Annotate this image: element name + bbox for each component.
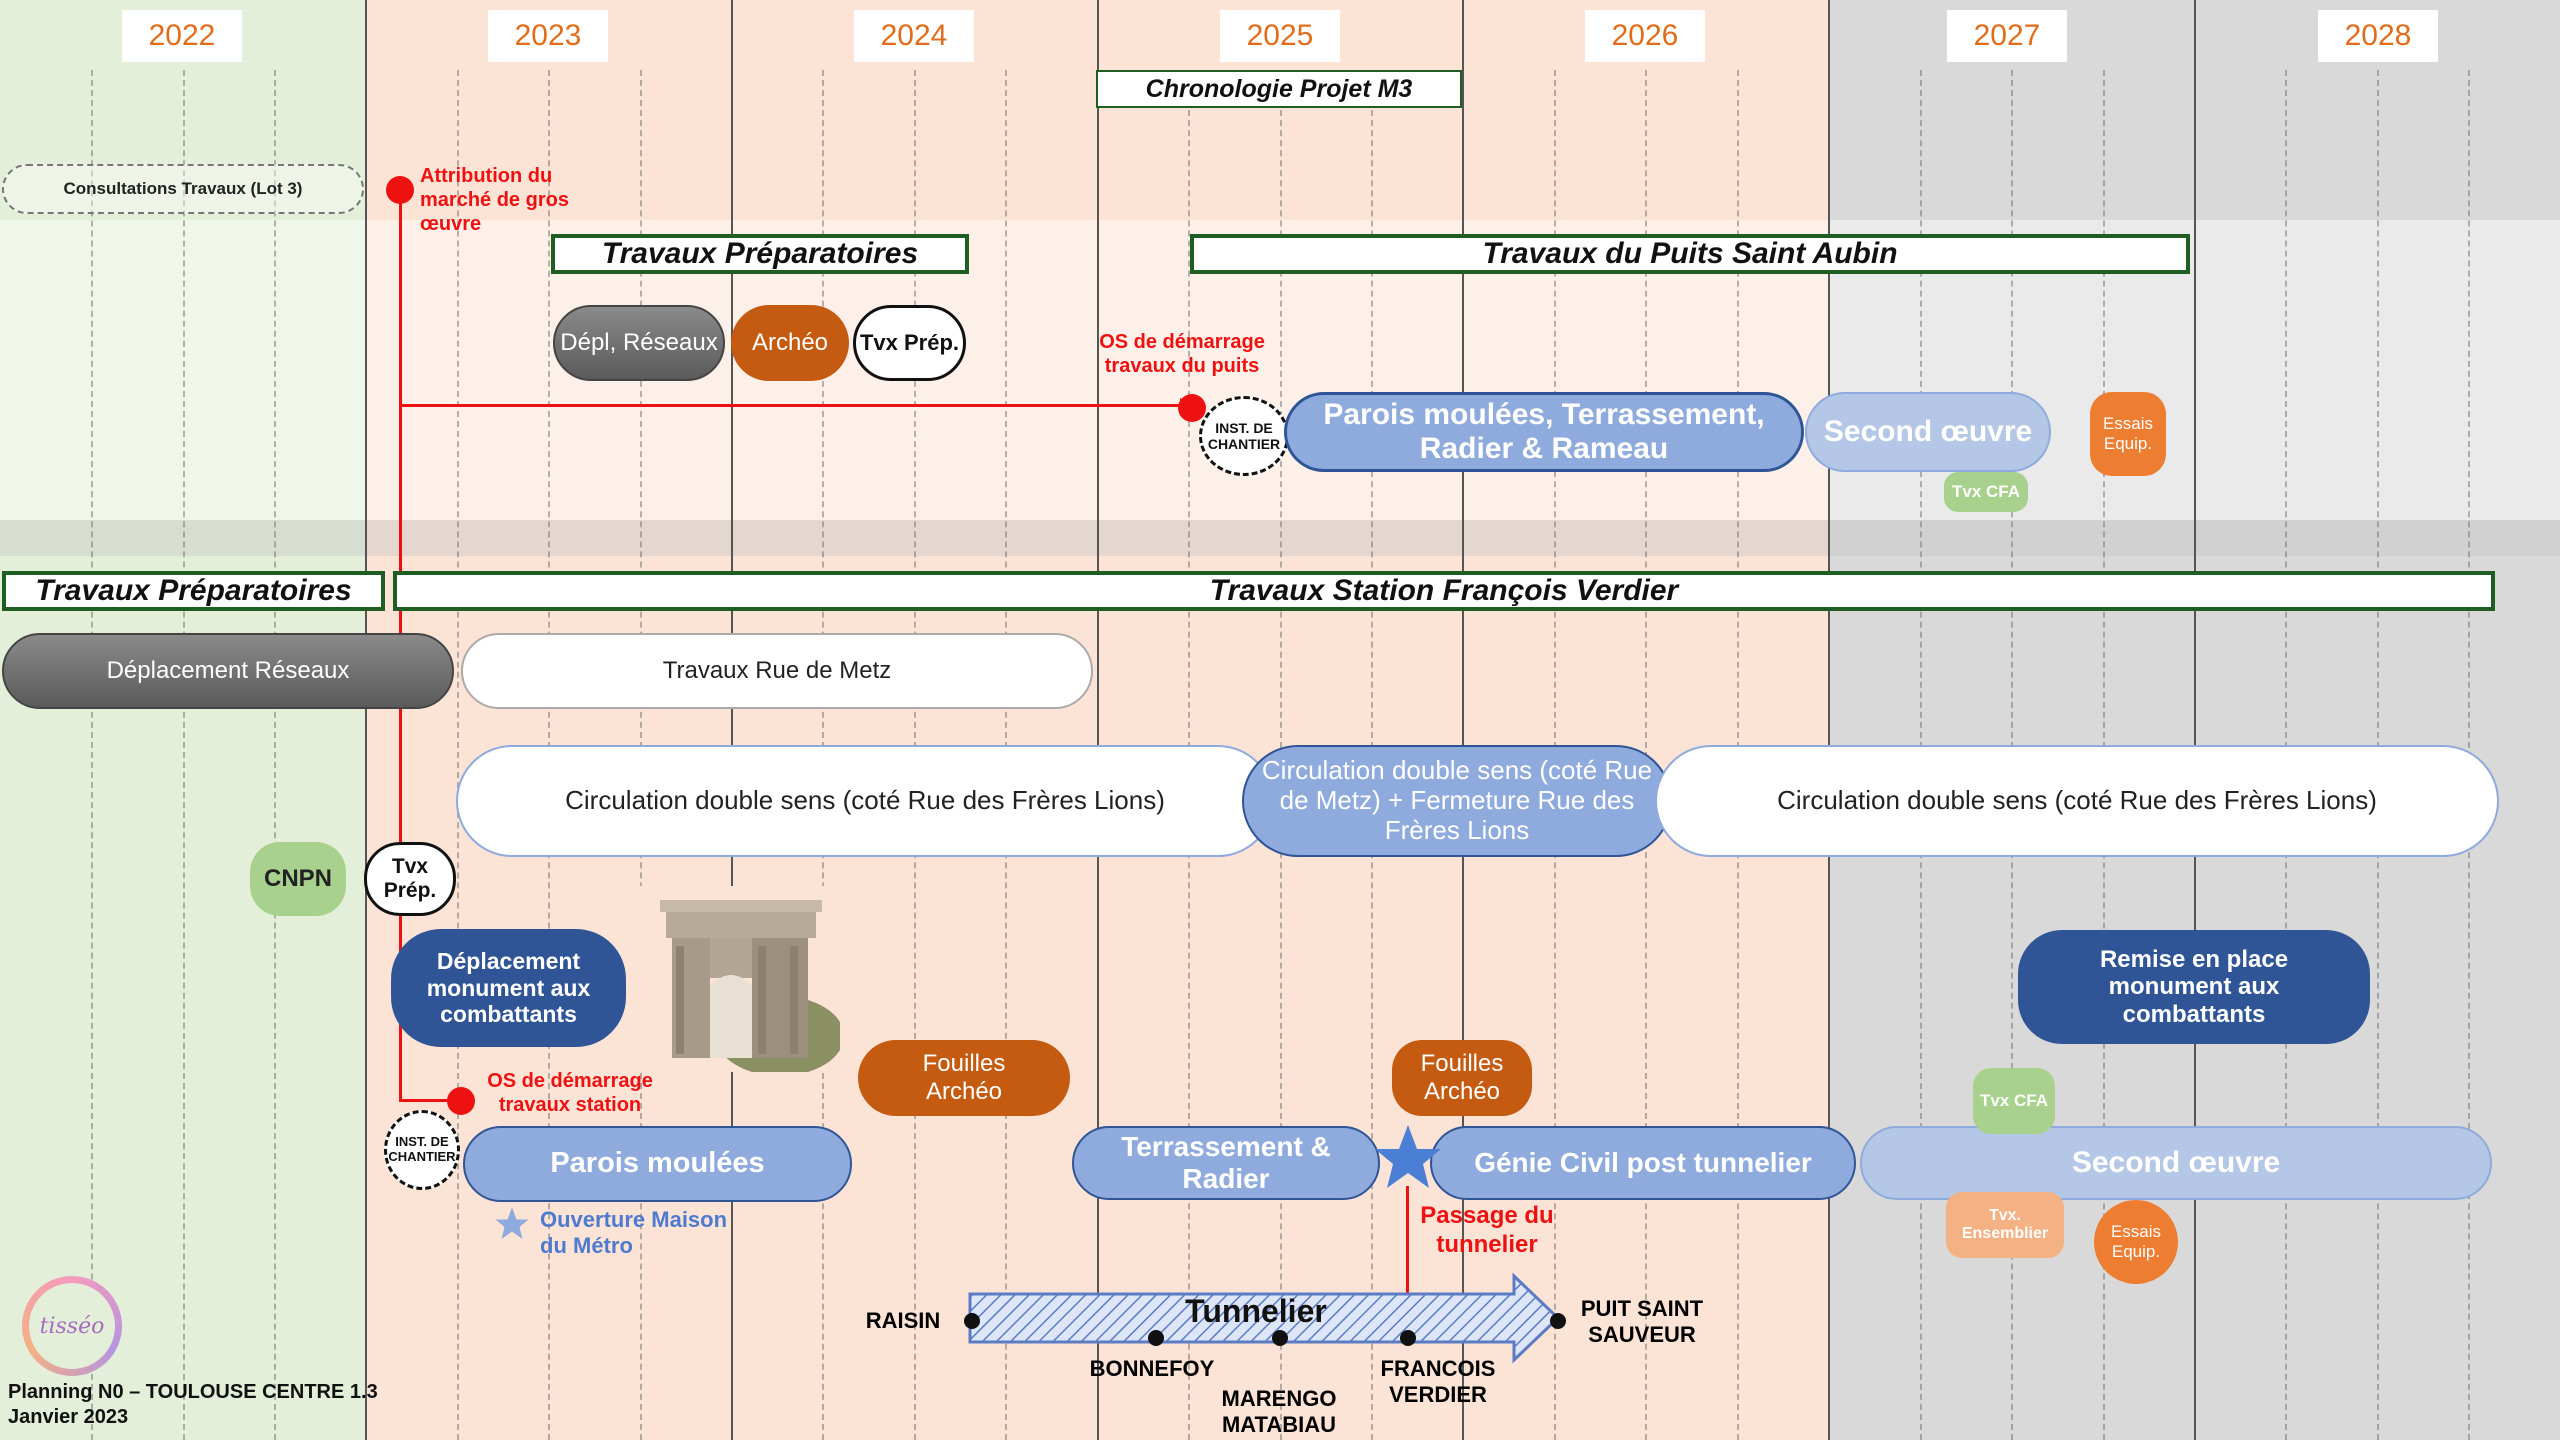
tvx-ensemblier: Tvx. Ensemblier	[1946, 1192, 2064, 1258]
os-puits-label: OS de démarrage travaux du puits	[1099, 331, 1265, 377]
passage-label: Passage du tunnelier	[1420, 1202, 1554, 1258]
station-francois-verdier: FRANCOIS VERDIER	[1380, 1356, 1496, 1408]
station-dot-raisin	[964, 1313, 980, 1329]
station-bonnefoy: BONNEFOY	[1089, 1356, 1215, 1381]
depl-monument: Déplacement monument aux combattants	[391, 929, 626, 1047]
star-icon	[1375, 1125, 1441, 1188]
logo-text: tisséo	[39, 1313, 105, 1339]
year-divider	[1462, 0, 1464, 1440]
circulation-2: Circulation double sens (coté Rue des Fr…	[1655, 745, 2499, 857]
puits-essais: Essais Equip.	[2090, 392, 2166, 476]
puits-tvx-cfa: Tvx CFA	[1944, 472, 2028, 512]
station-depl-reseaux: Déplacement Réseaux	[2, 633, 454, 709]
puits-header: Travaux du Puits Saint Aubin	[1190, 234, 2190, 274]
puits-tvx-prep: Tvx Prép.	[853, 305, 966, 381]
puits-inst-chantier: Inst. de chantier	[1199, 396, 1289, 476]
station-header: Travaux Station François Verdier	[393, 571, 2495, 611]
tisseo-logo: tisséo	[22, 1276, 122, 1376]
year-label-2025: 2025	[1220, 10, 1340, 62]
quarter-gridline	[274, 70, 276, 1440]
os-station-line	[399, 1099, 457, 1102]
monument-photo	[640, 886, 840, 1072]
station-rue-metz: Travaux Rue de Metz	[461, 633, 1093, 709]
station-inst-chantier: Inst. de chantier	[384, 1110, 460, 1190]
station-tp-header: Travaux Préparatoires	[2, 571, 385, 611]
year-divider	[731, 0, 733, 1440]
year-label-2027: 2027	[1947, 10, 2067, 62]
year-divider	[1828, 0, 1830, 1440]
puits-depl-reseaux: Dépl, Réseaux	[553, 305, 725, 381]
cnpn: CNPN	[250, 842, 346, 916]
puits-second-oeuvre: Second œuvre	[1805, 392, 2051, 472]
year-label-2024: 2024	[854, 10, 974, 62]
quarter-gridline	[183, 70, 185, 1440]
footer-line2: Janvier 2023	[8, 1406, 129, 1428]
year-label-2022: 2022	[122, 10, 242, 62]
quarter-gridline	[91, 70, 93, 1440]
terrassement-radier: Terrassement & Radier	[1072, 1126, 1380, 1200]
station-marengo: MARENGO MATABIAU	[1221, 1386, 1337, 1438]
bg-2022	[0, 0, 365, 1440]
puits-parois-radier: Parois moulées, Terrassement, Radier & R…	[1284, 392, 1804, 472]
os-station-milestone	[447, 1087, 475, 1115]
year-label-2026: 2026	[1585, 10, 1705, 62]
tunnelier-label: Tunnelier	[1185, 1293, 1327, 1329]
station-dot-marengo	[1272, 1330, 1288, 1346]
station-raisin: RAISIN	[865, 1308, 941, 1333]
year-label-2023: 2023	[488, 10, 608, 62]
year-divider	[2194, 0, 2196, 1440]
puits-os-line	[399, 404, 1189, 407]
chart-title: Chronologie Projet M3	[1096, 70, 1462, 108]
year-divider	[365, 0, 367, 1440]
fouilles-archeo-1: Fouilles Archéo	[858, 1040, 1070, 1116]
quarter-gridline	[457, 70, 459, 1440]
station-puit-saint-sauveur: PUIT SAINT SAUVEUR	[1580, 1296, 1704, 1348]
station-tvx-cfa: Tvx CFA	[1973, 1068, 2055, 1134]
station-dot-saint-sauveur	[1550, 1313, 1566, 1329]
year-divider	[1097, 0, 1099, 1440]
station-dot-bonnefoy	[1148, 1330, 1164, 1346]
os-puits-milestone	[1178, 394, 1206, 422]
star-icon	[495, 1207, 529, 1239]
ouverture-label: Ouverture Maison du Métro	[540, 1207, 728, 1259]
circulation-1: Circulation double sens (coté Rue des Fr…	[456, 745, 1274, 857]
year-label-2028: 2028	[2318, 10, 2438, 62]
footer-line1: Planning N0 – TOULOUSE CENTRE 1.3	[8, 1381, 378, 1403]
consultations-bar: Consultations Travaux (Lot 3)	[2, 164, 364, 214]
puits-tp-header: Travaux Préparatoires	[551, 234, 969, 274]
circulation-mid: Circulation double sens (coté Rue de Met…	[1242, 745, 1672, 857]
fouilles-archeo-2: Fouilles Archéo	[1392, 1040, 1532, 1116]
station-tvx-prep: Tvx Prép.	[364, 842, 456, 916]
genie-civil: Génie Civil post tunnelier	[1430, 1126, 1856, 1200]
attribution-milestone	[386, 176, 414, 204]
os-station-label: OS de démarrage travaux station	[487, 1070, 653, 1116]
puits-archeo: Archéo	[731, 305, 849, 381]
parois-moulees: Parois moulées	[463, 1126, 852, 1202]
remise-monument: Remise en place monument aux combattants	[2018, 930, 2370, 1044]
station-second-oeuvre: Second œuvre	[1860, 1126, 2492, 1200]
attribution-label: Attribution du marché de gros œuvre	[420, 165, 569, 235]
passage-line	[1406, 1186, 1409, 1302]
station-dot-verdier	[1400, 1330, 1416, 1346]
station-essais: Essais Equip.	[2094, 1200, 2178, 1284]
